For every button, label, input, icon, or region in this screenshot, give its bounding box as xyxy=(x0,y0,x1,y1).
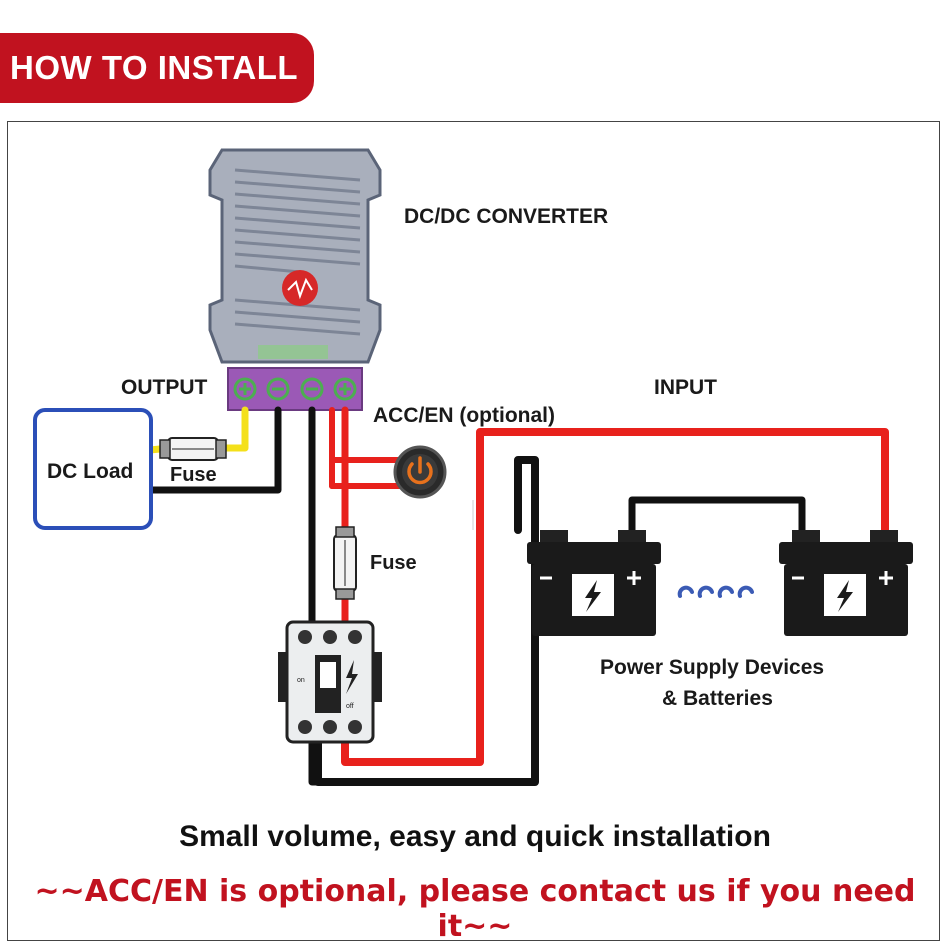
lightning-icon xyxy=(837,580,853,612)
fuse-left-label: Fuse xyxy=(170,464,217,486)
input-label: INPUT xyxy=(654,376,717,399)
terminal-plus-icon xyxy=(233,377,257,401)
battery-link-wire xyxy=(628,496,806,534)
converter-label: DC/DC CONVERTER xyxy=(404,205,609,228)
fuse-center-label: Fuse xyxy=(370,552,417,574)
fuse-center xyxy=(333,526,357,600)
output-label: OUTPUT xyxy=(121,376,208,399)
battery-positive-wire xyxy=(341,428,889,766)
batteries-label: & Batteries xyxy=(662,687,773,710)
dc-converter xyxy=(208,148,382,364)
plus-icon xyxy=(627,571,641,585)
lightning-icon xyxy=(346,660,358,694)
power-button-icon xyxy=(393,445,447,499)
page-title: HOW TO INSTALL xyxy=(10,49,299,86)
terminal-minus-icon xyxy=(266,377,290,401)
terminal-block xyxy=(227,367,363,411)
battery-right xyxy=(779,530,913,636)
dc-load-box xyxy=(33,408,153,530)
breaker-off-label: off xyxy=(346,703,354,710)
terminal-minus-icon xyxy=(300,377,324,401)
breaker-on-label: on xyxy=(297,677,305,684)
install-caption: Small volume, easy and quick installatio… xyxy=(179,820,771,853)
more-batteries-ellipsis xyxy=(677,585,754,598)
battery-left xyxy=(527,530,661,636)
output-negative-wire xyxy=(146,406,282,494)
title-banner xyxy=(0,33,314,103)
brand-logo xyxy=(282,270,318,306)
fuse-left xyxy=(159,437,227,461)
acc-en-note: ~~ACC/EN is optional, please contact us … xyxy=(34,874,916,944)
diagram-frame xyxy=(7,121,940,941)
terminal-plus-icon xyxy=(333,377,357,401)
acc-en-label: ACC/EN (optional) xyxy=(373,404,555,427)
power-supply-label: Power Supply Devices xyxy=(600,656,825,679)
dc-load-label: DC Load xyxy=(47,460,134,483)
circuit-breaker: on off xyxy=(278,620,382,744)
plus-icon xyxy=(879,571,893,585)
lightning-icon xyxy=(585,580,601,612)
